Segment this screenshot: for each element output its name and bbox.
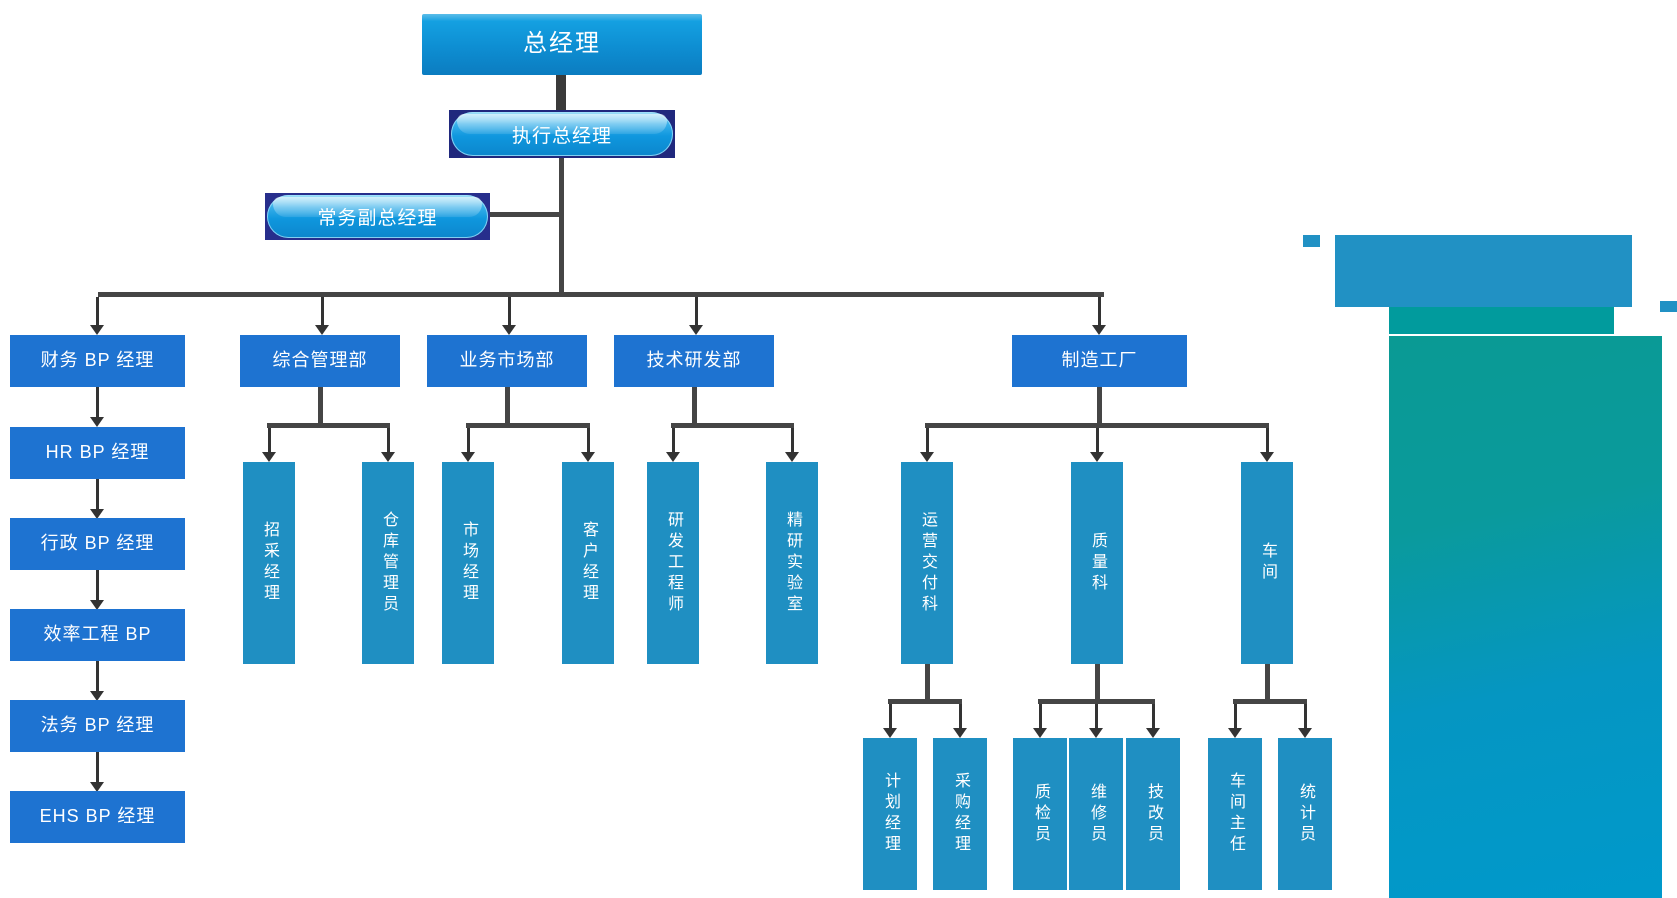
arrow-to-market-manager [466,428,470,452]
arrow-to-finance-bp [95,297,99,325]
node-efficiency-bp: 效率工程 BP [10,609,185,661]
decor-teal-bar [1389,307,1614,334]
node-dept-manufacturing: 制造工厂 [1012,335,1187,387]
arrow-to-purchase-manager [958,704,962,728]
arrow-to-tech-rd [694,297,698,325]
node-ops-delivery: 运营交付科 [901,462,953,664]
node-research-lab: 精研实验室 [766,462,818,664]
node-maintenance-worker: 维修员 [1069,738,1123,890]
connector-quality-hbar [1038,699,1155,704]
node-purchase-manager: 采购经理 [933,738,987,890]
node-tech-improver: 技改员 [1126,738,1180,890]
arrow-to-business-market [507,297,511,325]
connector-main-hline [98,292,1104,297]
node-dept-business-market: 业务市场部 [427,335,587,387]
connector-business-market-hbar [466,423,590,428]
connector-workshop-hbar [1233,699,1307,704]
decor-gradient-panel [1389,336,1662,898]
node-quality-inspector: 质检员 [1013,738,1067,890]
connector-ops-delivery-hbar [888,699,962,704]
decor-small-square-right [1660,301,1677,312]
arrow-to-quality-dept [1095,428,1099,452]
connector-executive-trunk [559,158,564,297]
node-hr-bp: HR BP 经理 [10,427,185,479]
arrow-to-ops-delivery [925,428,929,452]
arrow-to-plan-manager [888,704,892,728]
connector-manufacturing-stub [1097,387,1102,423]
node-deputy-gm-label: 常务副总经理 [267,195,488,238]
node-general-manager: 总经理 [422,14,702,75]
connector-business-market-stub [504,387,510,423]
arrow-legal-to-ehs [95,752,99,782]
node-market-manager: 市场经理 [442,462,494,664]
arrow-to-quality-inspector [1038,704,1042,728]
arrow-to-maintenance-worker [1094,704,1098,728]
arrow-efficiency-to-legal [95,661,99,691]
connector-tech-rd-hbar [671,423,794,428]
node-quality-dept: 质量科 [1071,462,1123,664]
node-procurement-manager: 招采经理 [243,462,295,664]
node-workshop-director: 车间主任 [1208,738,1262,890]
connector-general-admin-stub [317,387,323,423]
arrow-to-research-lab [790,428,794,452]
connector-general-admin-hbar [267,423,390,428]
arrow-to-procurement-manager [267,428,271,452]
connector-manufacturing-hbar [925,423,1269,428]
node-rd-engineer: 研发工程师 [647,462,699,664]
connector-gm-to-executive [556,75,566,111]
arrow-hr-to-admin [95,479,99,509]
node-customer-manager: 客户经理 [562,462,614,664]
node-executive-gm-label: 执行总经理 [451,112,673,156]
arrow-to-rd-engineer [671,428,675,452]
arrow-admin-to-efficiency [95,570,99,600]
decor-small-square-left [1303,235,1320,247]
connector-ops-delivery-stub [924,664,930,699]
node-workshop: 车间 [1241,462,1293,664]
connector-quality-stub [1094,664,1100,699]
arrow-to-customer-manager [586,428,590,452]
node-warehouse-keeper: 仓库管理员 [362,462,414,664]
node-legal-bp: 法务 BP 经理 [10,700,185,752]
node-ehs-bp: EHS BP 经理 [10,791,185,843]
decor-blue-bar [1335,235,1632,307]
connector-deputy-link [490,212,561,217]
node-plan-manager: 计划经理 [863,738,917,890]
arrow-finance-to-hr [95,387,99,417]
arrow-to-manufacturing [1097,297,1101,325]
arrow-to-workshop [1265,428,1269,452]
arrow-to-tech-improver [1151,704,1155,728]
node-executive-gm: 执行总经理 [449,110,675,158]
node-statistician: 统计员 [1278,738,1332,890]
node-finance-bp: 财务 BP 经理 [10,335,185,387]
arrow-to-warehouse-keeper [386,428,390,452]
node-deputy-gm: 常务副总经理 [265,193,490,240]
node-dept-tech-rd: 技术研发部 [614,335,774,387]
node-admin-bp: 行政 BP 经理 [10,518,185,570]
arrow-to-statistician [1303,704,1307,728]
node-dept-general-admin: 综合管理部 [240,335,400,387]
arrow-to-general-admin [320,297,324,325]
connector-workshop-stub [1264,664,1270,699]
arrow-to-workshop-director [1233,704,1237,728]
connector-tech-rd-stub [691,387,697,423]
